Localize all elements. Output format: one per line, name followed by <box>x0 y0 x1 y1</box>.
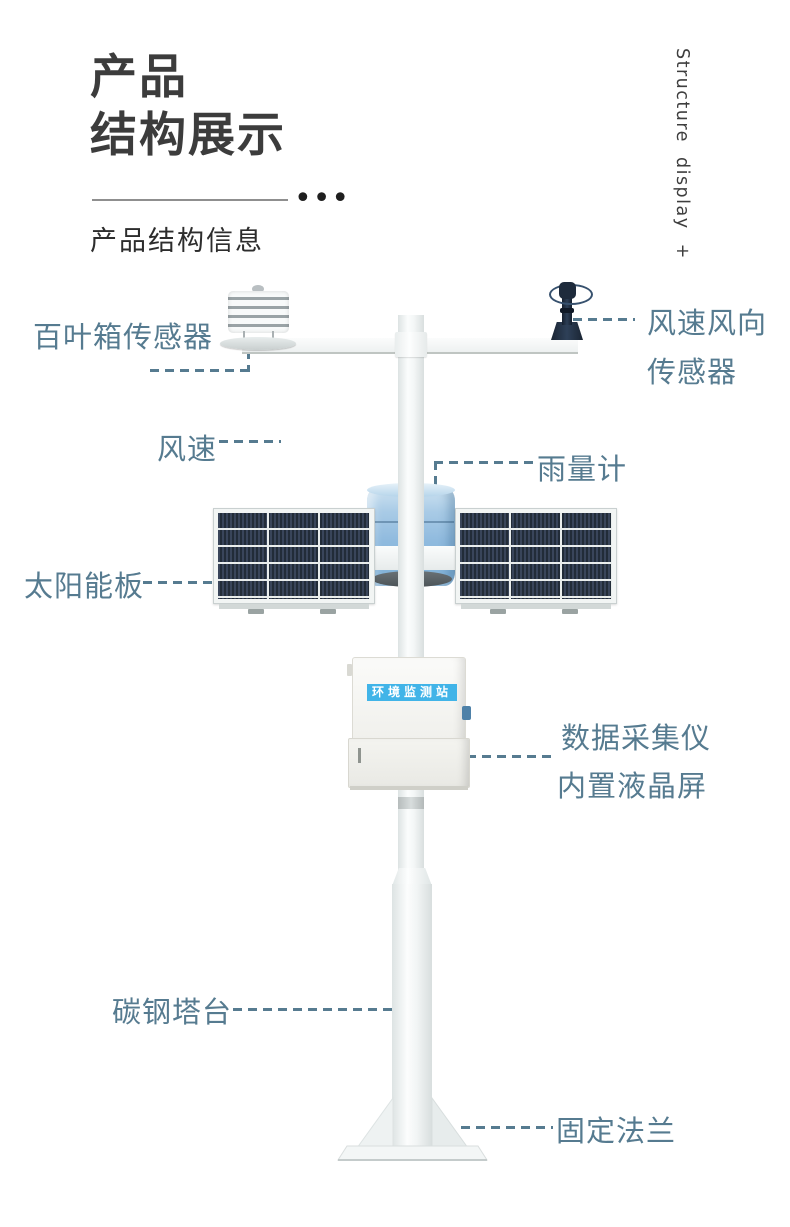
solar-panel-foot <box>320 609 336 614</box>
label-wind-speed: 风速 <box>157 432 218 466</box>
label-wind-sensor-line1: 风速风向 <box>647 306 768 340</box>
louver-sensor <box>228 291 289 333</box>
wind-sensor-base <box>551 322 583 340</box>
page-title-line1: 产品 <box>90 50 188 105</box>
crossarm-pole-clamp <box>395 332 427 357</box>
wind-sensor-head <box>559 282 576 299</box>
solar-panel-left-rail <box>219 604 369 609</box>
solar-panel-right-rail <box>461 604 611 609</box>
label-solar-panel: 太阳能板 <box>24 569 145 603</box>
page-title-line2: 结构展示 <box>90 108 286 163</box>
solar-panel-left <box>213 508 375 604</box>
wind-sensor-collar <box>560 308 574 313</box>
solar-panel-foot <box>248 609 264 614</box>
leader-rain-horizontal <box>434 461 534 464</box>
label-louver-sensor: 百叶箱传感器 <box>33 320 214 354</box>
data-logger-name-strip: 环境监测站 <box>367 684 457 701</box>
leader-wind-speed <box>219 440 281 443</box>
data-logger-door <box>348 738 470 788</box>
label-data-collector-line2: 内置液晶屏 <box>557 769 708 803</box>
solar-panel-foot <box>562 609 578 614</box>
leader-louver-vertical <box>247 350 250 372</box>
leader-rain-vertical <box>434 461 437 491</box>
title-divider-line <box>92 199 288 201</box>
solar-cells-right <box>460 513 612 599</box>
pole-upper-section <box>398 315 424 875</box>
data-logger-hinge-nub <box>347 664 352 676</box>
pole-lower-section <box>392 884 432 1148</box>
leader-wind-sensor <box>573 318 635 321</box>
louver-sensor-mount-plate <box>220 337 296 350</box>
solar-panel-right <box>455 508 617 604</box>
data-logger-bottom-lip <box>350 786 468 790</box>
data-logger-door-hinge <box>358 748 361 763</box>
leader-fixed-flange <box>461 1126 553 1129</box>
solar-panel-foot <box>490 609 506 614</box>
label-rain-gauge: 雨量计 <box>537 452 628 486</box>
leader-louver-horizontal <box>150 369 250 372</box>
label-fixed-flange: 固定法兰 <box>556 1114 677 1148</box>
label-data-collector-line1: 数据采集仪 <box>561 721 712 755</box>
data-logger-side-knob <box>462 706 471 720</box>
base-flange-graphic <box>337 1096 488 1161</box>
louver-sensor-cap <box>252 285 264 293</box>
page-subtitle: 产品结构信息 <box>90 226 264 257</box>
leader-carbon-steel-tower <box>233 1008 397 1011</box>
pole-taper-joint <box>392 868 432 886</box>
leader-solar-panel <box>143 581 213 584</box>
leader-data-collector <box>467 755 555 758</box>
label-carbon-steel-tower: 碳钢塔台 <box>112 995 233 1029</box>
title-dots-decoration: ••• <box>294 181 351 216</box>
solar-cells-left <box>218 513 370 599</box>
pole-collar <box>398 797 424 809</box>
label-wind-sensor-line2: 传感器 <box>647 355 738 389</box>
vertical-side-text: Structure display + <box>672 48 692 260</box>
